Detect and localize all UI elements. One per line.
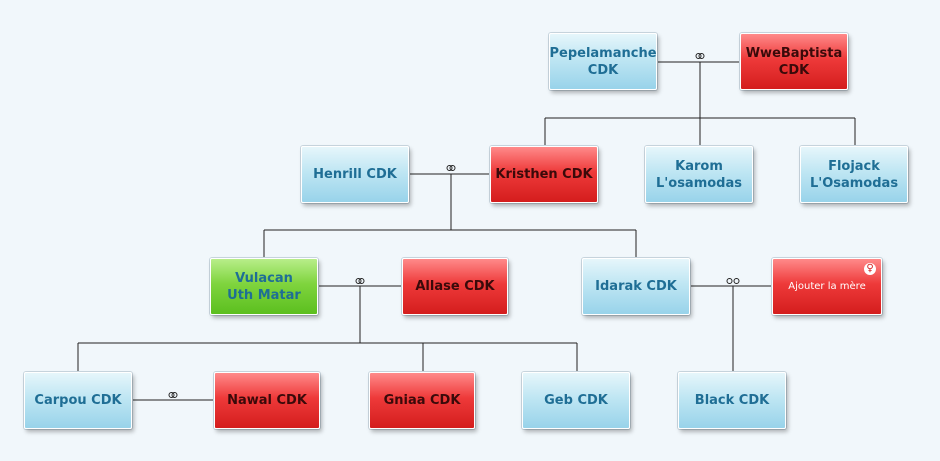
add-mother-label: Ajouter la mère [788,281,866,292]
marriage-rings-icon [695,53,705,59]
person-henrill[interactable]: Henrill CDK [301,146,409,203]
person-black[interactable]: Black CDK [678,372,786,429]
person-geb[interactable]: Geb CDK [522,372,630,429]
person-kristhen[interactable]: Kristhen CDK [490,146,598,203]
person-carpou[interactable]: Carpou CDK [24,372,132,429]
person-vulacan[interactable]: Vulacan Uth Matar [210,258,318,315]
person-flojack[interactable]: Flojack L'Osamodas [800,146,908,203]
marriage-rings-icon [168,392,178,398]
person-allase[interactable]: Allase CDK [402,258,508,315]
person-nawal[interactable]: Nawal CDK [214,372,320,429]
person-karom[interactable]: Karom L'osamodas [645,146,753,203]
person-wwebaptista[interactable]: WweBaptista CDK [740,33,848,90]
separated-rings-icon [726,278,740,284]
person-idarak[interactable]: Idarak CDK [582,258,690,315]
female-symbol-icon: ♀ [864,263,876,275]
person-pepelamanche[interactable]: Pepelamanche CDK [549,33,657,90]
marriage-rings-icon [355,278,365,284]
person-gniaa[interactable]: Gniaa CDK [369,372,475,429]
marriage-rings-icon [446,165,456,171]
add-mother-button[interactable]: Ajouter la mère ♀ [772,258,882,315]
